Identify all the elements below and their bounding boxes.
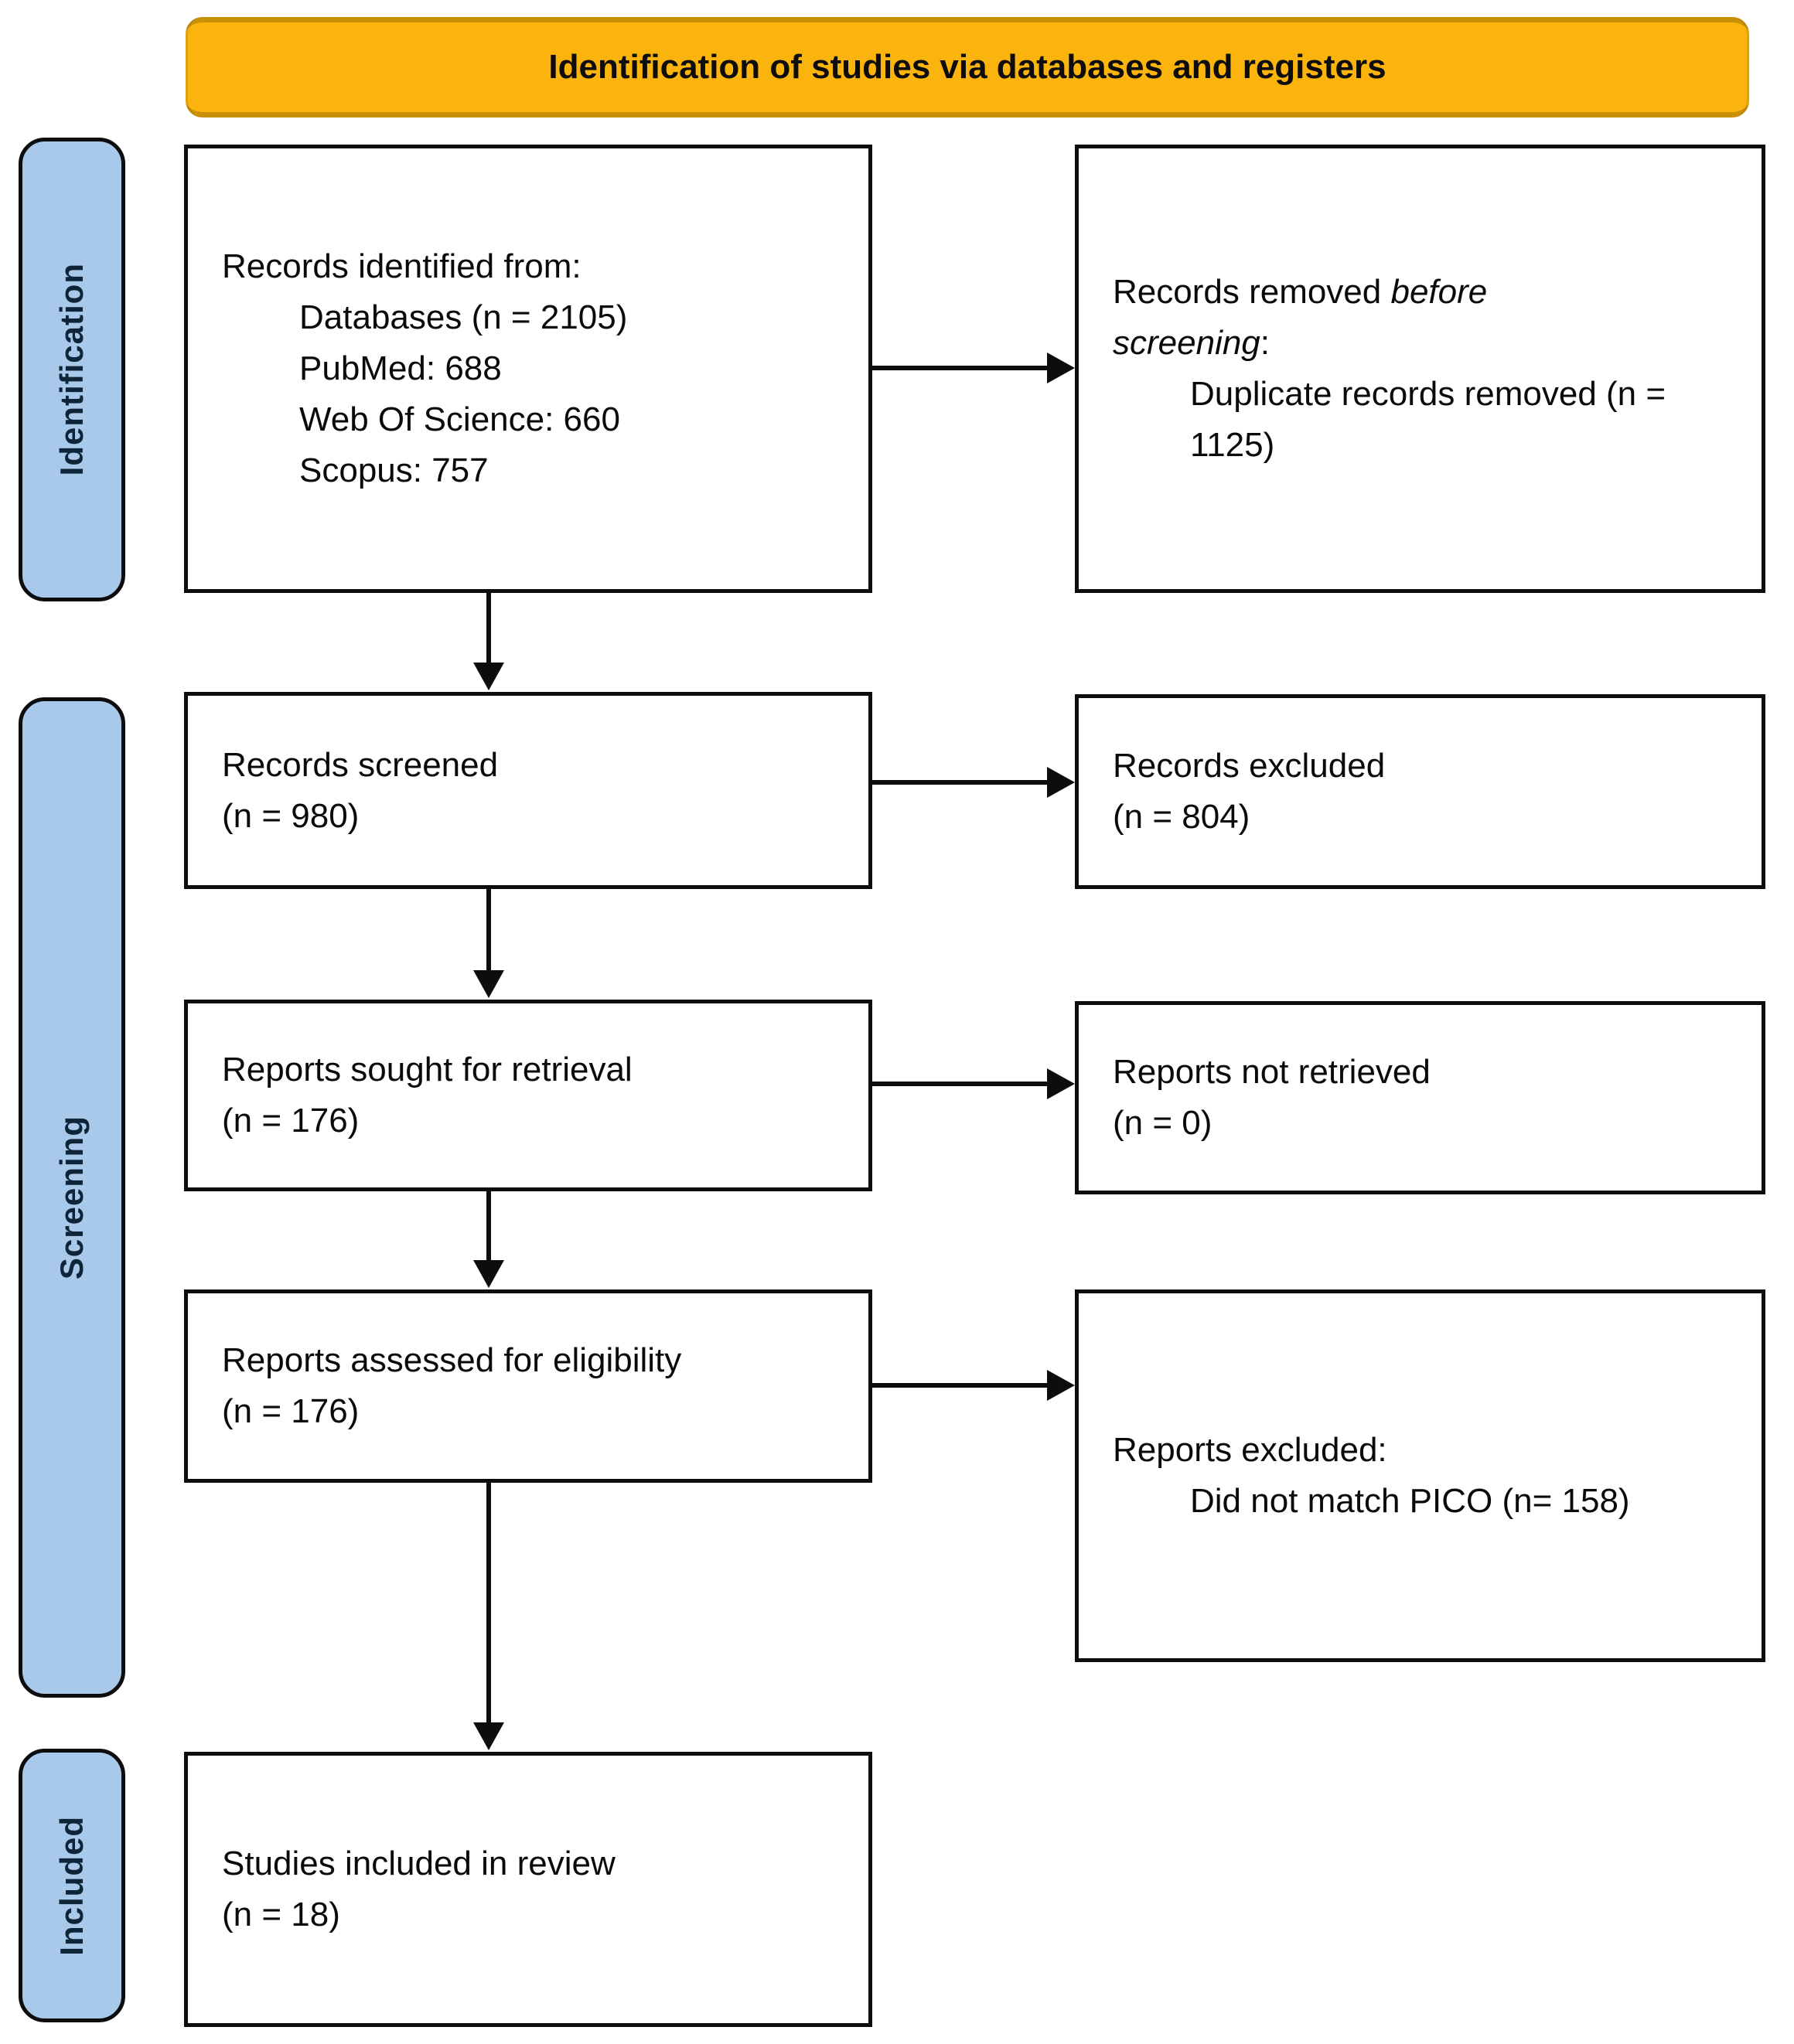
- studies-included-count: (n = 18): [222, 1896, 340, 1933]
- stage-screening-label: Screening: [53, 1115, 90, 1280]
- records-removed-title-normal: Records removed: [1113, 273, 1391, 311]
- stage-identification-label: Identification: [53, 263, 90, 476]
- banner-identification-via-databases: Identification of studies via databases …: [186, 17, 1749, 118]
- reports-not-retrieved-count: (n = 0): [1113, 1104, 1212, 1142]
- box-records-screened: Records screened (n = 980): [184, 692, 872, 889]
- arrow-sought-to-not-retrieved: [872, 1068, 1075, 1099]
- arrow-shaft: [486, 889, 491, 973]
- arrow-screened-to-sought: [473, 889, 504, 998]
- arrow-shaft: [872, 1383, 1052, 1388]
- records-identified-title: Records identified from:: [222, 247, 582, 285]
- records-removed-duplicates: Duplicate records removed (n = 1125): [1190, 375, 1666, 464]
- arrow-screened-to-excluded: [872, 767, 1075, 798]
- arrow-head-right-icon: [1047, 767, 1075, 798]
- arrow-head-right-icon: [1047, 353, 1075, 383]
- records-identified-databases: Databases (n = 2105): [299, 298, 628, 336]
- records-excluded-label: Records excluded: [1113, 747, 1386, 785]
- arrow-assessed-to-reports-excluded: [872, 1370, 1075, 1401]
- records-identified-pubmed: PubMed: 688: [299, 349, 502, 387]
- arrow-head-right-icon: [1047, 1068, 1075, 1099]
- records-removed-title: Records removed before screening:: [1113, 267, 1608, 369]
- arrow-shaft: [872, 780, 1052, 785]
- reports-excluded-title: Reports excluded:: [1113, 1431, 1387, 1469]
- arrow-shaft: [486, 1191, 491, 1263]
- studies-included-label: Studies included in review: [222, 1845, 616, 1882]
- box-studies-included: Studies included in review (n = 18): [184, 1752, 872, 2027]
- arrow-head-right-icon: [1047, 1370, 1075, 1401]
- arrow-head-down-icon: [473, 970, 504, 998]
- arrow-shaft: [872, 366, 1052, 370]
- box-records-excluded: Records excluded (n = 804): [1075, 694, 1765, 889]
- records-screened-count: (n = 980): [222, 796, 360, 835]
- stage-identification: Identification: [19, 138, 125, 601]
- arrow-assessed-to-included: [473, 1483, 504, 1750]
- arrow-shaft: [486, 593, 491, 666]
- reports-sought-label: Reports sought for retrieval: [222, 1051, 633, 1088]
- reports-assessed-count: (n = 176): [222, 1392, 360, 1430]
- arrow-shaft: [486, 1483, 491, 1725]
- arrow-identified-to-screened: [473, 593, 504, 690]
- arrow-head-down-icon: [473, 1260, 504, 1288]
- box-records-identified: Records identified from: Databases (n = …: [184, 145, 872, 593]
- arrow-shaft: [872, 1082, 1052, 1086]
- banner-title: Identification of studies via databases …: [548, 48, 1386, 86]
- records-removed-title-italic: before screening: [1113, 273, 1488, 362]
- records-excluded-count: (n = 804): [1113, 798, 1250, 836]
- records-identified-wos: Web Of Science: 660: [299, 400, 620, 438]
- stage-screening: Screening: [19, 697, 125, 1698]
- arrow-head-down-icon: [473, 663, 504, 690]
- box-reports-sought: Reports sought for retrieval (n = 176): [184, 1000, 872, 1191]
- arrow-sought-to-assessed: [473, 1191, 504, 1288]
- arrow-head-down-icon: [473, 1722, 504, 1750]
- arrow-identified-to-removed: [872, 353, 1075, 383]
- records-identified-scopus: Scopus: 757: [299, 451, 489, 489]
- box-reports-excluded: Reports excluded: Did not match PICO (n=…: [1075, 1289, 1765, 1662]
- reports-excluded-pico: Did not match PICO (n= 158): [1190, 1482, 1630, 1520]
- box-reports-not-retrieved: Reports not retrieved (n = 0): [1075, 1001, 1765, 1194]
- records-removed-title-colon: :: [1260, 324, 1270, 362]
- stage-included: Included: [19, 1749, 125, 2022]
- reports-not-retrieved-label: Reports not retrieved: [1113, 1053, 1431, 1091]
- reports-sought-count: (n = 176): [222, 1102, 360, 1140]
- records-screened-label: Records screened: [222, 745, 499, 784]
- reports-assessed-label: Reports assessed for eligibility: [222, 1341, 682, 1379]
- box-records-removed: Records removed before screening: Duplic…: [1075, 145, 1765, 593]
- box-reports-assessed: Reports assessed for eligibility (n = 17…: [184, 1289, 872, 1483]
- stage-included-label: Included: [53, 1815, 90, 1956]
